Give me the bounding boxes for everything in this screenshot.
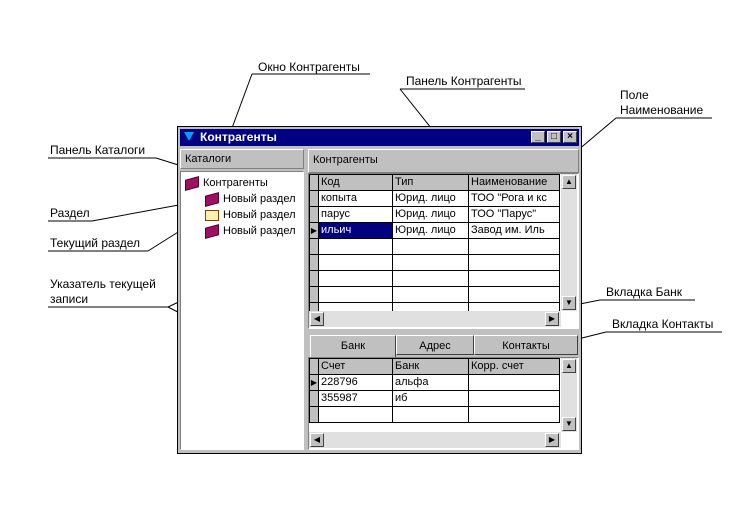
tab-contacts[interactable]: Контакты: [474, 335, 578, 355]
bank-vertical-scrollbar[interactable]: ▲ ▼: [561, 358, 577, 432]
catalog-panel-header: Каталоги: [180, 149, 304, 169]
callout-field-name-line2: Наименование: [620, 103, 704, 117]
table-cell[interactable]: [468, 390, 560, 407]
bank-horizontal-scrollbar[interactable]: ◀ ▶: [309, 432, 561, 448]
scroll-down-icon[interactable]: ▼: [562, 296, 576, 310]
tree-node-label: Новый раздел: [223, 193, 296, 205]
tree-node-label: Новый раздел: [223, 209, 296, 221]
title-bar[interactable]: Контрагенты _ □ ×: [180, 129, 579, 146]
scroll-right-icon[interactable]: ▶: [545, 312, 559, 326]
empty-row: [309, 286, 560, 303]
window-title: Контрагенты: [200, 130, 277, 144]
table-cell[interactable]: 355987: [318, 390, 393, 407]
book-icon: [205, 191, 219, 207]
table-row[interactable]: копыта Юрид. лицо ТОО "Рога и кс: [309, 190, 560, 207]
table-cell[interactable]: альфа: [392, 374, 469, 391]
column-header[interactable]: Корр. счет: [468, 358, 560, 375]
scroll-up-icon[interactable]: ▲: [562, 359, 576, 373]
table-cell[interactable]: Завод им. Иль: [468, 222, 560, 239]
column-header[interactable]: Код: [318, 174, 393, 191]
callout-panel-contractors: Панель Контрагенты: [406, 74, 522, 88]
callout-section: Раздел: [50, 206, 90, 220]
column-header[interactable]: Наименование: [468, 174, 560, 191]
row-indicator: [309, 174, 319, 191]
current-record-pointer-icon: ▶: [309, 222, 319, 239]
callout-window: Окно Контрагенты: [258, 60, 360, 74]
table-cell[interactable]: ТОО "Парус": [468, 206, 560, 223]
scroll-up-icon[interactable]: ▲: [562, 175, 576, 189]
scroll-left-icon[interactable]: ◀: [310, 433, 324, 447]
tree-node-label: Контрагенты: [203, 177, 268, 189]
empty-row: [309, 238, 560, 255]
table-row[interactable]: 355987 иб: [309, 390, 560, 407]
tree-node-root[interactable]: Контрагенты: [185, 175, 268, 191]
table-cell[interactable]: иб: [392, 390, 469, 407]
column-header[interactable]: Тип: [392, 174, 469, 191]
callout-tab-bank: Вкладка Банк: [606, 285, 683, 299]
contractors-panel-header: Контрагенты: [308, 149, 579, 173]
callout-panel-catalogs: Панель Каталоги: [50, 143, 146, 157]
contractors-window: Контрагенты _ □ × Каталоги Контрагенты Н…: [177, 126, 582, 454]
table-header-row: Код Тип Наименование: [309, 174, 560, 191]
tab-bank[interactable]: Банк: [310, 335, 396, 357]
table-cell[interactable]: 228796: [318, 374, 393, 391]
tree-node-section[interactable]: Новый раздел: [205, 223, 296, 239]
callout-tab-contacts: Вкладка Контакты: [612, 317, 714, 331]
table-row-current[interactable]: ▶ 228796 альфа: [309, 374, 560, 391]
table-header-row: Счет Банк Корр. счет: [309, 358, 560, 375]
row-indicator: [309, 358, 319, 375]
scroll-right-icon[interactable]: ▶: [545, 433, 559, 447]
table-row[interactable]: парус Юрид. лицо ТОО "Парус": [309, 206, 560, 223]
table-cell[interactable]: копыта: [318, 190, 393, 207]
tab-address[interactable]: Адрес: [396, 335, 474, 355]
contractors-grid: Код Тип Наименование копыта Юрид. лицо Т…: [308, 173, 579, 329]
scroll-down-icon[interactable]: ▼: [562, 417, 576, 431]
book-icon: [205, 223, 219, 239]
scroll-left-icon[interactable]: ◀: [310, 312, 324, 326]
bank-grid: Счет Банк Корр. счет ▶ 228796 альфа 3559…: [308, 357, 579, 450]
table-cell[interactable]: Юрид. лицо: [392, 222, 469, 239]
callout-field-name-line1: Поле: [620, 88, 649, 102]
column-header[interactable]: Счет: [318, 358, 393, 375]
book-icon: [185, 175, 199, 191]
maximize-button[interactable]: □: [547, 131, 561, 143]
table-cell[interactable]: парус: [318, 206, 393, 223]
bank-table: Счет Банк Корр. счет ▶ 228796 альфа 3559…: [309, 358, 560, 423]
callout-record-pointer-line1: Указатель текущей: [50, 277, 156, 291]
table-cell[interactable]: ТОО "Рога и кс: [468, 190, 560, 207]
contractors-table: Код Тип Наименование копыта Юрид. лицо Т…: [309, 174, 560, 319]
row-indicator: [309, 390, 319, 407]
column-header[interactable]: Банк: [392, 358, 469, 375]
tree-node-current-section[interactable]: Новый раздел: [205, 208, 296, 222]
contractors-vertical-scrollbar[interactable]: ▲ ▼: [561, 174, 577, 311]
close-button[interactable]: ×: [563, 131, 577, 143]
table-cell[interactable]: [468, 374, 560, 391]
callout-current-section: Текущий раздел: [50, 236, 141, 250]
minimize-button[interactable]: _: [531, 131, 545, 143]
contractors-horizontal-scrollbar[interactable]: ◀ ▶: [309, 311, 561, 327]
current-record-pointer-icon: ▶: [309, 374, 319, 391]
empty-row: [309, 270, 560, 287]
table-cell-selected[interactable]: ильич: [318, 222, 393, 239]
app-icon: [184, 132, 194, 141]
callout-record-pointer-line2: записи: [50, 292, 89, 306]
table-row-current[interactable]: ▶ ильич Юрид. лицо Завод им. Иль: [309, 222, 560, 239]
empty-row: [309, 406, 560, 423]
tree-node-label: Новый раздел: [223, 225, 296, 237]
row-indicator: [309, 190, 319, 207]
open-book-icon: [205, 209, 219, 221]
table-cell[interactable]: Юрид. лицо: [392, 190, 469, 207]
row-indicator: [309, 206, 319, 223]
empty-row: [309, 254, 560, 271]
catalog-tree: Контрагенты Новый раздел Новый раздел Но…: [180, 171, 304, 450]
table-cell[interactable]: Юрид. лицо: [392, 206, 469, 223]
tree-node-section[interactable]: Новый раздел: [205, 191, 296, 207]
